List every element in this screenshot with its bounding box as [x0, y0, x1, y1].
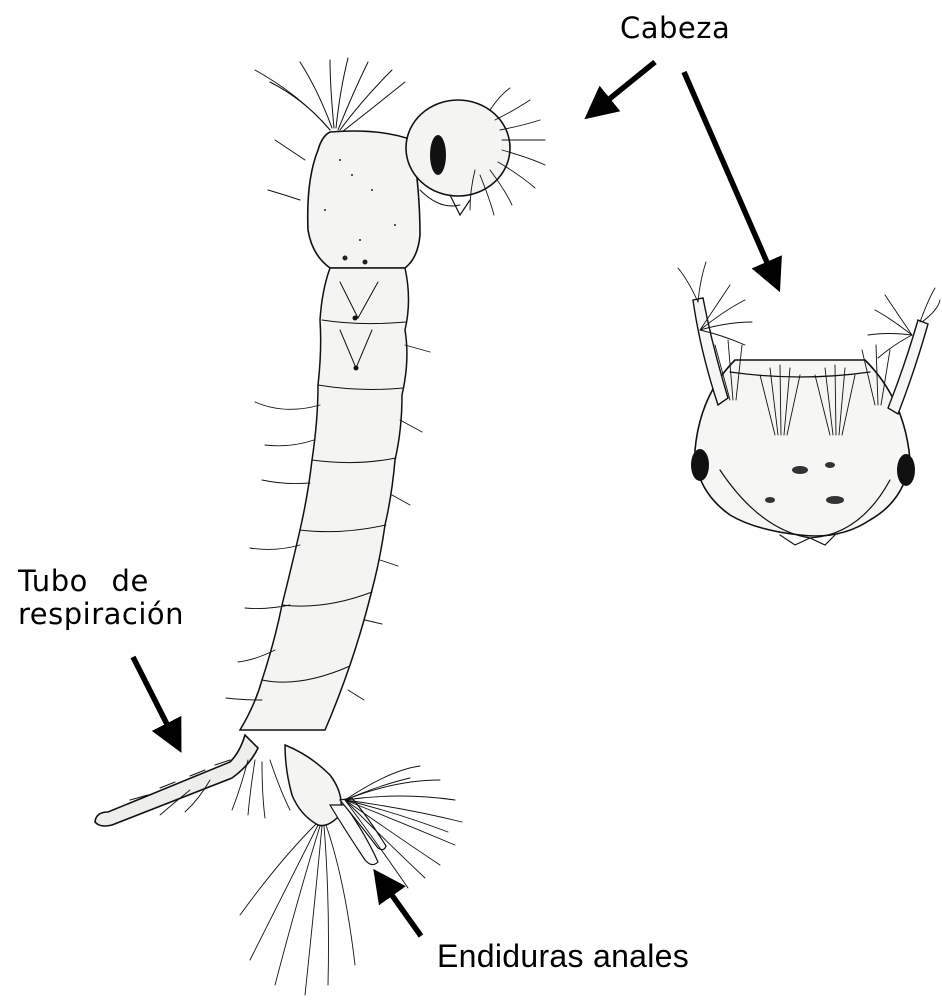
label-breathing-tube: Tubo de respiración	[18, 565, 184, 631]
head-dorsal-view	[678, 262, 940, 545]
arrow-anal-gills	[379, 877, 421, 936]
larva-head	[406, 88, 545, 215]
label-breathing-tube-line1: Tubo de	[18, 565, 184, 598]
larva-illustration	[95, 58, 545, 995]
larva-thorax	[308, 131, 420, 268]
label-head: Cabeza	[620, 12, 730, 45]
label-breathing-tube-line2: respiración	[18, 598, 184, 631]
label-anal-gills: Endiduras anales	[437, 940, 689, 973]
anal-gills	[330, 798, 386, 865]
breathing-tube-siphon	[95, 735, 258, 826]
anal-long-hairs	[240, 824, 355, 995]
anal-segment	[285, 745, 341, 826]
larva-abdomen	[240, 268, 409, 730]
arrow-head-to-dorsal	[684, 72, 776, 283]
arrow-head-to-larva	[592, 62, 655, 113]
arrow-siphon	[133, 657, 177, 744]
